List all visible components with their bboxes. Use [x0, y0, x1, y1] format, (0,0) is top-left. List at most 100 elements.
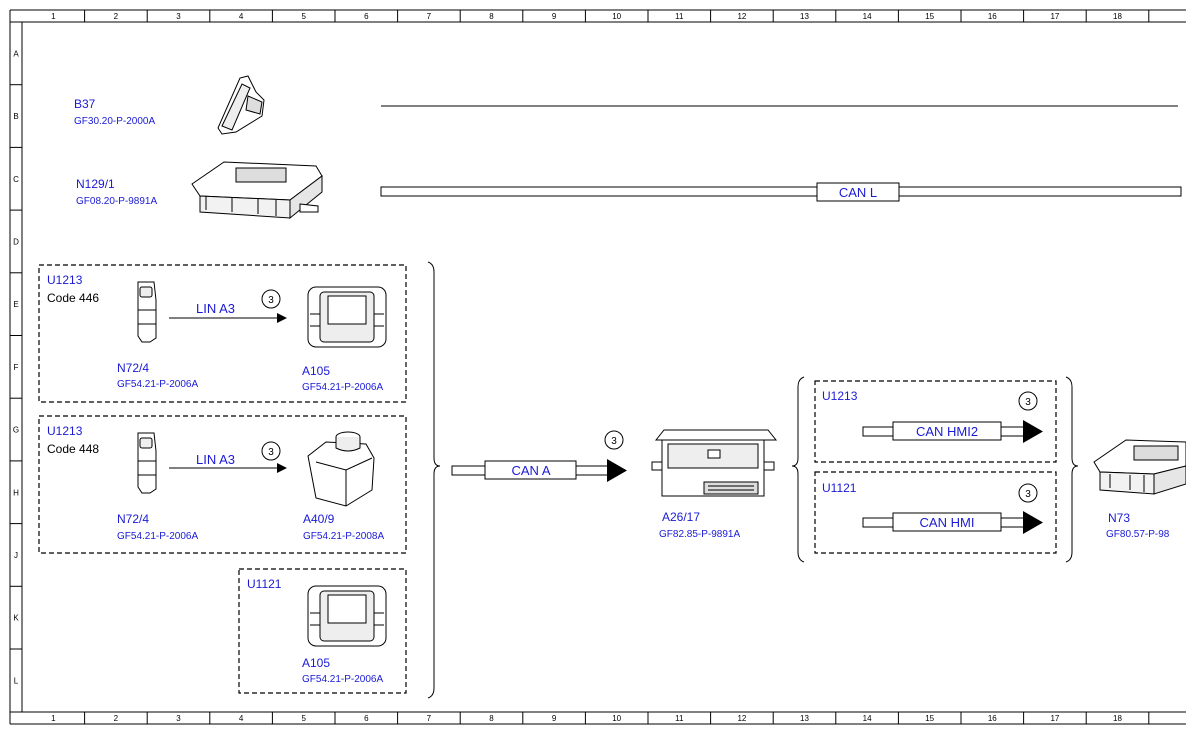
- bus-label-box: [892, 421, 1002, 441]
- component-b37[interactable]: B37 GF30.20-P-2000A: [74, 75, 265, 135]
- column-number: 8: [489, 12, 494, 21]
- bus-label: CAN HMI: [920, 515, 975, 530]
- bus-arrow: [1023, 420, 1043, 443]
- group-border: [38, 415, 407, 554]
- row-letter: E: [13, 300, 18, 309]
- component-id: B37: [74, 97, 96, 111]
- column-number: 13: [800, 12, 809, 21]
- note-circle: [1018, 483, 1038, 503]
- group-hmi-u1213: U1213 CAN HMI2 3: [814, 380, 1057, 463]
- note-circle: [261, 289, 281, 309]
- note-number: 3: [1025, 489, 1031, 500]
- bus-label-box: [816, 182, 900, 202]
- note-number: 3: [268, 447, 274, 458]
- group-u1213-code-446: U1213 Code 446 LIN A3 3 N72/4 GF54.21-P-…: [38, 264, 407, 403]
- component-ref: GF80.57-P-98: [1106, 529, 1170, 540]
- group-title: U1121: [247, 577, 282, 591]
- group-title: U1213: [47, 424, 83, 438]
- component-id: N129/1: [76, 177, 115, 191]
- bus-label: LIN A3: [196, 452, 235, 467]
- column-number: 11: [675, 714, 684, 723]
- note-number: 3: [268, 295, 274, 306]
- column-number: 15: [925, 12, 934, 21]
- note-circle: [1018, 391, 1038, 411]
- column-number: 3: [176, 12, 181, 21]
- bus-can-a[interactable]: CAN A 3: [451, 430, 627, 482]
- column-number: 2: [114, 12, 119, 21]
- column-number: 18: [1113, 714, 1122, 723]
- column-number: 14: [863, 12, 872, 21]
- group-u1213-code-448: U1213 Code 448 LIN A3 3 N72/4 GF54.21-P-…: [38, 415, 407, 554]
- bus-label: LIN A3: [196, 301, 235, 316]
- component-n129-1[interactable]: N129/1 GF08.20-P-9891A: [76, 161, 323, 220]
- group-title: U1213: [822, 389, 858, 403]
- column-number: 12: [737, 12, 746, 21]
- row-letter: L: [14, 676, 19, 685]
- column-number: 10: [612, 714, 621, 723]
- display-unit-icon: [307, 286, 387, 348]
- control-unit-icon: [191, 161, 323, 220]
- component-ref: GF30.20-P-2000A: [74, 116, 155, 127]
- bus-label-box: [484, 460, 577, 480]
- column-number: 4: [239, 12, 244, 21]
- component-id: A105: [302, 364, 330, 378]
- group-border: [814, 471, 1057, 554]
- column-number: 7: [427, 714, 432, 723]
- bus-arrow: [607, 459, 627, 482]
- note-number: 3: [1025, 397, 1031, 408]
- note-number: 3: [611, 436, 617, 447]
- note-circle: [604, 430, 624, 450]
- component-n73[interactable]: N73 GF80.57-P-98: [1093, 439, 1186, 540]
- component-ref: GF54.21-P-2006A: [117, 531, 198, 542]
- group-title: U1121: [822, 481, 857, 495]
- component-ref: GF54.21-P-2006A: [302, 382, 383, 393]
- switch-panel-icon: [137, 281, 157, 343]
- component-id: A26/17: [662, 510, 700, 524]
- component-ref: GF54.21-P-2006A: [302, 674, 383, 685]
- row-letter: B: [13, 112, 18, 121]
- component-ref: GF54.21-P-2006A: [117, 379, 198, 390]
- row-letter: G: [13, 426, 19, 435]
- column-number: 11: [675, 12, 684, 21]
- column-number: 12: [737, 714, 746, 723]
- group-code: Code 448: [47, 442, 99, 456]
- component-ref: GF54.21-P-2008A: [303, 531, 384, 542]
- column-number: 9: [552, 714, 557, 723]
- component-a26-17[interactable]: A26/17 GF82.85-P-9891A: [651, 429, 778, 540]
- group-border: [814, 380, 1057, 463]
- column-number: 18: [1113, 12, 1122, 21]
- row-letter: F: [14, 363, 19, 372]
- component-id: N72/4: [117, 361, 149, 375]
- column-number: 1: [51, 714, 56, 723]
- column-number: 17: [1050, 714, 1059, 723]
- row-letter: J: [14, 551, 18, 560]
- sensor-icon: [217, 75, 265, 135]
- control-unit-icon: [1093, 439, 1186, 495]
- bus-can-hmi[interactable]: CAN HMI: [862, 511, 1043, 534]
- bus-can-l[interactable]: CAN L: [380, 182, 1182, 202]
- column-number: 15: [925, 714, 934, 723]
- component-id: N73: [1108, 511, 1130, 525]
- column-number: 6: [364, 714, 369, 723]
- row-letter: H: [13, 488, 19, 497]
- column-number: 16: [988, 714, 997, 723]
- group-border: [38, 264, 407, 403]
- frame: [9, 9, 1186, 725]
- row-letter: D: [13, 237, 19, 246]
- bus-arrow: [1023, 511, 1043, 534]
- column-number: 1: [51, 12, 56, 21]
- component-ref: GF08.20-P-9891A: [76, 196, 157, 207]
- component-id: A40/9: [303, 512, 335, 526]
- group-code: Code 446: [47, 291, 99, 305]
- bus-label: CAN L: [839, 185, 877, 200]
- bus-can-hmi2[interactable]: CAN HMI2: [862, 420, 1043, 443]
- column-number: 8: [489, 714, 494, 723]
- component-ref: GF82.85-P-9891A: [659, 529, 740, 540]
- bus-label: CAN HMI2: [916, 424, 978, 439]
- column-number: 7: [427, 12, 432, 21]
- column-number: 14: [863, 714, 872, 723]
